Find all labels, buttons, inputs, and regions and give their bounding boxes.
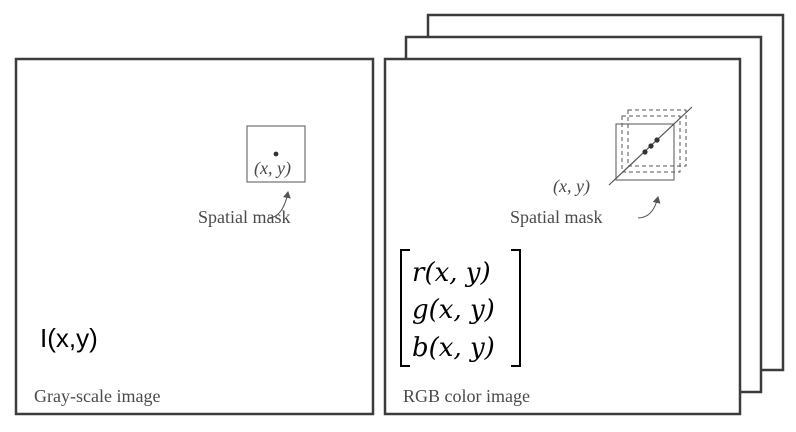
gray-spatial-mask-box	[246, 125, 306, 183]
gray-image-frame	[14, 57, 375, 416]
gray-mask-label: Spatial mask	[198, 207, 291, 227]
matrix-row-red-args: (x, y)	[424, 258, 490, 288]
rgb-mask-back	[627, 109, 687, 167]
matrix-left-bracket	[400, 249, 410, 367]
gray-point-label: (x, y)	[254, 158, 291, 179]
rgb-mask-label: Spatial mask	[510, 207, 603, 227]
gray-panel-caption: Gray-scale image	[34, 386, 160, 406]
gray-scale-panel: (x, y) Spatial mask I(x,y) Gray-scale im…	[14, 57, 375, 416]
matrix-row-green-letter: g	[412, 295, 429, 325]
rgb-vector-matrix: r(x, y) g(x, y) b(x, y)	[400, 249, 521, 367]
gray-pixel-point	[273, 151, 279, 157]
matrix-row-green-args: (x, y)	[429, 295, 495, 325]
rgb-pixel-point-front	[642, 149, 648, 155]
gray-function-label: I(x,y)	[40, 323, 98, 353]
rgb-pixel-point-middle	[648, 143, 654, 149]
matrix-row-blue: b(x, y)	[412, 333, 495, 363]
rgb-pixel-point-back	[654, 137, 660, 143]
rgb-point-label: (x, y)	[553, 176, 590, 197]
rgb-mask-arrow	[637, 196, 661, 219]
rgb-mask-middle	[621, 115, 681, 173]
matrix-row-red-letter: r	[412, 258, 426, 288]
matrix-row-red: r(x, y)	[412, 258, 491, 288]
matrix-right-bracket	[511, 249, 521, 367]
rgb-panel-caption: RGB color image	[403, 386, 530, 406]
rgb-panel: (x, y) Spatial mask r(x, y) g(x, y) b(x,…	[383, 13, 785, 416]
matrix-row-green: g(x, y)	[412, 295, 495, 325]
matrix-row-blue-args: (x, y)	[429, 333, 495, 363]
rgb-mask-front	[615, 123, 675, 181]
gray-mask-arrow	[267, 191, 291, 219]
matrix-row-blue-letter: b	[412, 333, 429, 363]
